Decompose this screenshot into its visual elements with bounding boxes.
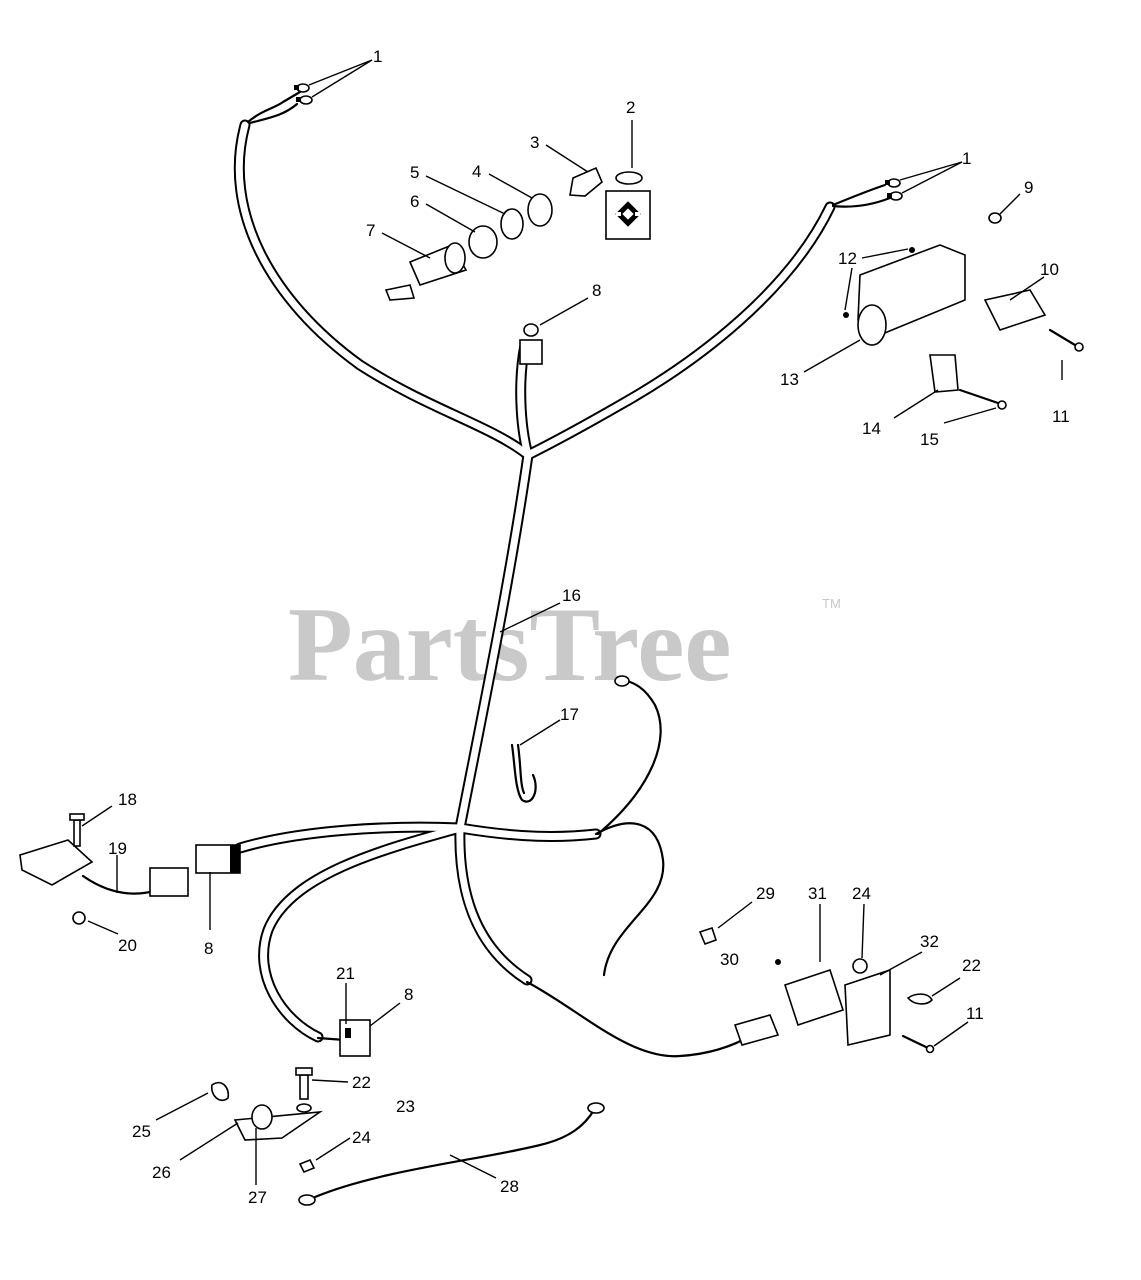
callout-13: 13 <box>780 370 799 389</box>
wire-terminals-left <box>294 83 313 105</box>
callout-12: 12 <box>838 249 857 268</box>
callout-2: 2 <box>626 98 635 117</box>
callout-6: 6 <box>410 192 419 211</box>
callout-16: 16 <box>562 586 581 605</box>
callout-numbers: 1 1 2 3 4 5 6 7 8 8 8 9 10 11 11 12 13 1… <box>108 47 1070 1207</box>
callout-4: 4 <box>472 162 481 181</box>
watermark-trademark: TM <box>822 596 841 611</box>
callout-23: 23 <box>396 1097 415 1116</box>
callout-22: 22 <box>962 956 981 975</box>
callout-11: 11 <box>1052 407 1070 426</box>
callout-14: 14 <box>862 419 881 438</box>
callout-5: 5 <box>410 163 419 182</box>
callout-24: 24 <box>352 1128 371 1147</box>
callout-21: 21 <box>336 964 355 983</box>
callout-27: 27 <box>248 1188 267 1207</box>
wire-terminals-right <box>885 178 903 201</box>
callout-8: 8 <box>592 281 601 300</box>
callout-9: 9 <box>1024 178 1033 197</box>
callout-8: 8 <box>404 985 413 1004</box>
callout-25: 25 <box>132 1122 151 1141</box>
callout-3: 3 <box>530 133 539 152</box>
callout-7: 7 <box>366 221 375 240</box>
callout-11: 11 <box>966 1004 984 1023</box>
connector-8-top <box>519 323 543 365</box>
callout-8: 8 <box>204 939 213 958</box>
bottom-right-assembly <box>698 926 935 1054</box>
callout-1: 1 <box>962 149 971 168</box>
callout-29: 29 <box>756 884 775 903</box>
callout-leader-lines <box>81 59 1063 1185</box>
callout-10: 10 <box>1040 260 1059 279</box>
callout-28: 28 <box>500 1177 519 1196</box>
main-wiring-harness <box>233 119 836 1043</box>
callout-32: 32 <box>920 932 939 951</box>
bottom-ground-assembly <box>210 1067 605 1206</box>
callout-31: 31 <box>808 884 827 903</box>
callout-20: 20 <box>118 936 137 955</box>
callout-19: 19 <box>108 839 127 858</box>
solenoid-assembly <box>843 212 1084 410</box>
callout-24: 24 <box>852 884 871 903</box>
callout-18: 18 <box>118 790 137 809</box>
callout-1: 1 <box>373 47 382 66</box>
watermark-brand: PartsTree <box>288 586 731 703</box>
harness-clip-17 <box>510 743 537 803</box>
partstree-watermark: PartsTree TM <box>288 586 841 703</box>
connector-21 <box>339 1019 371 1057</box>
ring-terminal-17 <box>614 675 630 687</box>
callout-15: 15 <box>920 430 939 449</box>
callout-30: 30 <box>720 950 739 969</box>
left-switch-assembly <box>19 813 241 925</box>
callout-26: 26 <box>152 1163 171 1182</box>
ignition-switch-assembly <box>384 166 651 301</box>
callout-17: 17 <box>560 705 579 724</box>
callout-22: 22 <box>352 1073 371 1092</box>
